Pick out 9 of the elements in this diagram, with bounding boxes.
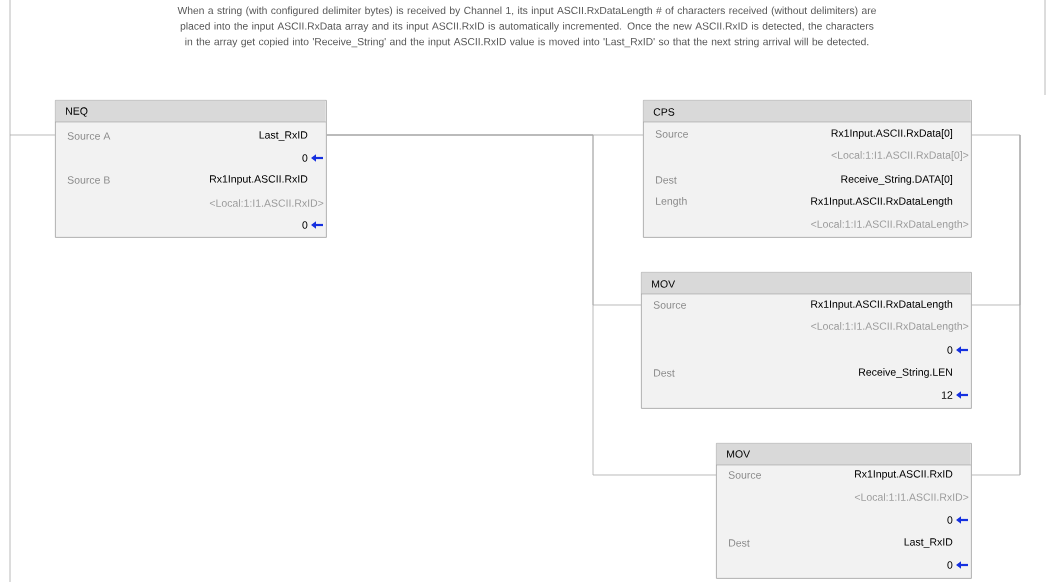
instruction-block: MOV Source Rx1Input.ASCII.RxID <Local:1:I1.ASCII.RxID> 0 Dest Last_RxID 0 [715, 443, 972, 579]
instruction-block: CPS Source Rx1Input.ASCII.RxData[0] <Local:1:I1.ASCII.RxData[0]> Dest Receive_String.DATA[0] Length Rx1Input.ASCII.RxDataLength <Local:1:I1.ASCII.RxDataLength> [642, 100, 972, 238]
rung-line [971, 134, 1021, 476]
rung-line [326, 134, 717, 476]
instruction-block: NEQ Source A Last_RxID 0 Source B Rx1Input.ASCII.RxID <Local:1:I1.ASCII.RxID> 0 [54, 100, 327, 238]
rung-line [971, 134, 1021, 136]
instruction-block: MOV Source Rx1Input.ASCII.RxDataLength <Local:1:I1.ASCII.RxDataLength> 0 Dest Receive_String.LEN 12 [640, 272, 972, 409]
rung-line [9, 134, 56, 136]
rung-comment: When a string (with configured delimiter bytes) is received by Channel 1, its input ASCII.RxDataLength # of characters received (without delimiters) are placed into the input ASCII.RxData array and its input ASCII.RxID is automatically incremented. Once the new ASCII.RxID is detected, the characters in the array get copied into 'Receive_String' and the input ASCII.RxID value is moved into 'Last_RxID' so that the next string arrival will be detected. [177, 6, 876, 48]
